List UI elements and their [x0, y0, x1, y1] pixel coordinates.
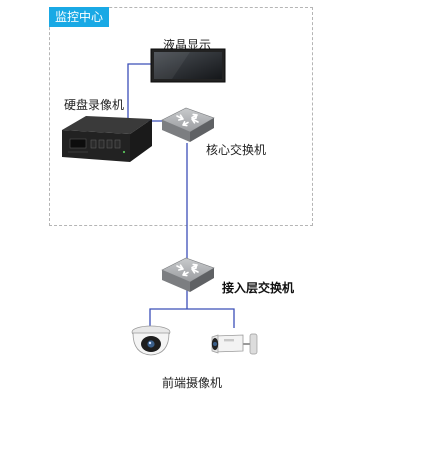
nvr-label: 硬盘录像机: [64, 98, 125, 112]
cameras-label: 前端摄像机: [162, 376, 223, 390]
core-switch-label: 核心交换机: [206, 143, 267, 157]
nvr-device-icon: [62, 116, 152, 162]
wire-camera-bus: [149, 308, 235, 328]
access-switch-icon: [161, 257, 215, 292]
bullet-camera-icon: [211, 333, 258, 355]
wire-monitor-nvr: [127, 63, 152, 118]
core-switch-icon: [161, 107, 215, 142]
zone-label: 监控中心: [49, 7, 110, 27]
access-switch-label: 接入层交换机: [222, 281, 295, 295]
dome-camera-icon: [131, 325, 171, 356]
monitoring-center-zone: [49, 7, 313, 226]
lcd-monitor-icon: [150, 48, 226, 83]
